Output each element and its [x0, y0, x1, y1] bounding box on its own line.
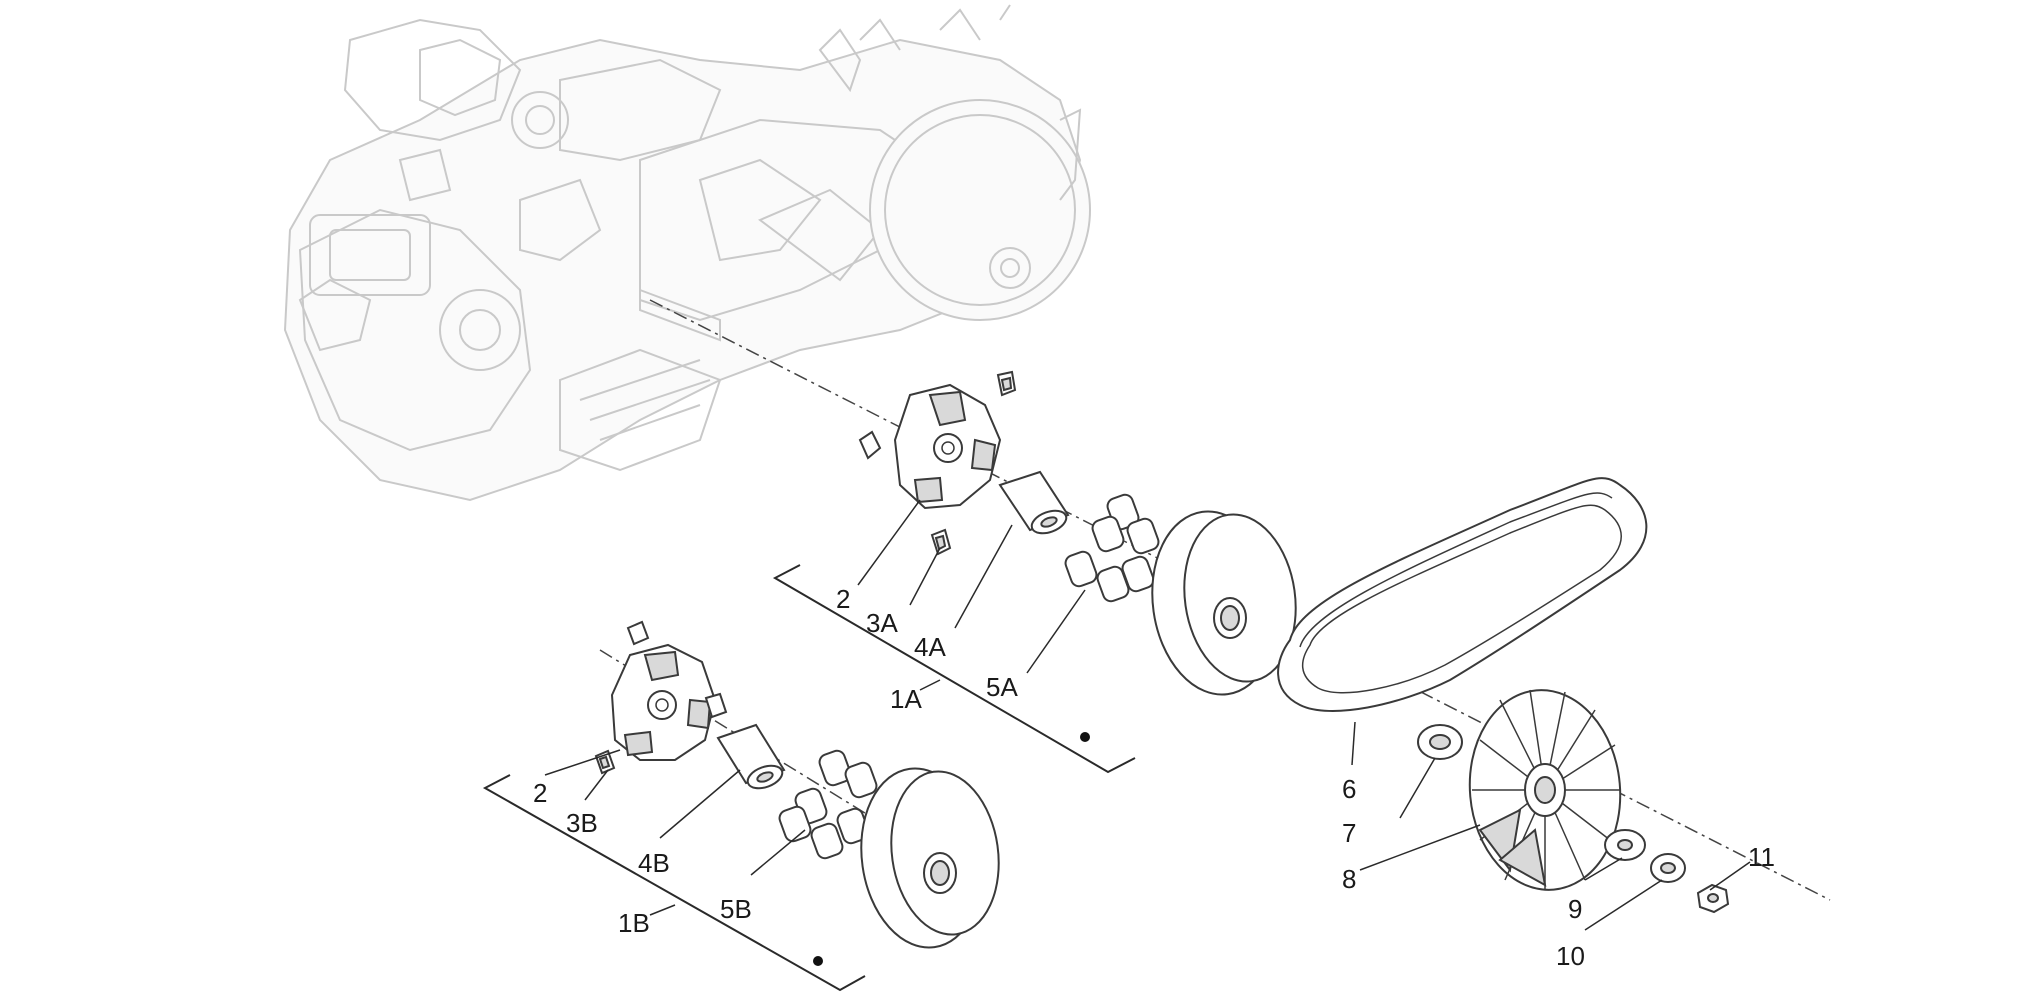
nut-11	[1696, 883, 1730, 914]
bushing-4b	[716, 723, 786, 790]
label-10: 10	[1556, 941, 1585, 971]
washer-9	[1604, 829, 1646, 861]
slider-3a-bottom	[930, 528, 952, 556]
washer-7	[1417, 724, 1463, 760]
callout-labels: 2 3A 4A 5A 1A 2 3B 4B 5B 1B 6 7 8 9 10 1…	[533, 584, 1775, 971]
ramp-plate-2b	[610, 643, 717, 761]
rollers-5a	[1064, 493, 1160, 603]
rollers-5b	[778, 749, 878, 860]
label-8: 8	[1342, 864, 1356, 894]
label-3a: 3A	[866, 608, 898, 638]
label-3b: 3B	[566, 808, 598, 838]
label-5a: 5A	[986, 672, 1018, 702]
fan-pulley-8	[1468, 689, 1622, 891]
label-1b: 1B	[618, 908, 650, 938]
label-4a: 4A	[914, 632, 946, 662]
label-2-lower: 2	[533, 778, 547, 808]
drive-belt-6	[1277, 477, 1648, 712]
leader-lines	[544, 499, 1751, 931]
slider-3a-left	[858, 430, 882, 460]
label-5b: 5B	[720, 894, 752, 924]
label-9: 9	[1568, 894, 1582, 924]
slider-3b-right	[704, 692, 728, 719]
label-1a: 1A	[890, 684, 922, 714]
ramp-plate-2a	[893, 383, 1002, 510]
slider-3a-top	[996, 370, 1017, 397]
label-2-upper: 2	[836, 584, 850, 614]
label-4b: 4B	[638, 848, 670, 878]
pulley-half-1a	[1151, 510, 1297, 696]
bracket-1b	[482, 774, 866, 992]
bracket-1a	[772, 564, 1136, 774]
engine-assembly-ghost	[283, 4, 1091, 502]
label-6: 6	[1342, 774, 1356, 804]
label-7: 7	[1342, 818, 1356, 848]
pulley-half-1b	[860, 767, 1000, 949]
label-11: 11	[1748, 842, 1775, 872]
bushing-4a	[998, 470, 1070, 535]
slider-3b-top	[626, 620, 650, 646]
washer-10	[1650, 853, 1686, 883]
